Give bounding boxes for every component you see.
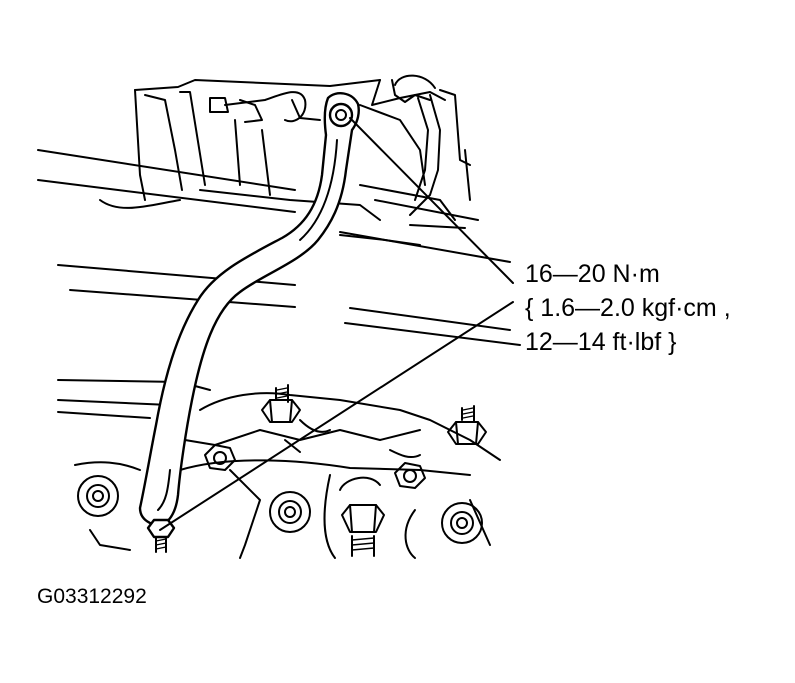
studs — [261, 384, 487, 557]
large-stud-with-nut — [339, 476, 385, 557]
lower-bolt — [146, 518, 176, 553]
bolt-washer — [77, 475, 119, 517]
bolt-washer — [269, 491, 311, 533]
engine-stay-bracket[interactable] — [138, 92, 360, 553]
engine-frame-lines — [37, 149, 521, 346]
bolt-washer — [441, 502, 483, 544]
upper-bolt — [328, 102, 354, 128]
leader-lines — [159, 117, 514, 531]
figure-code: G03312292 — [37, 585, 147, 608]
hex-bolt — [204, 444, 236, 471]
engine-lower-head — [57, 379, 501, 559]
engine-upper-housing — [99, 74, 471, 246]
hex-bolt — [394, 462, 426, 489]
stud-with-nut — [261, 384, 301, 423]
stud-with-nut — [447, 405, 487, 445]
torque-spec-ftlbf: 12—14 ft·lbf } — [525, 328, 677, 356]
cylinder-bolts — [77, 444, 483, 544]
torque-spec-kgfcm: { 1.6—2.0 kgf·cm , — [525, 294, 731, 322]
torque-spec-nm: 16—20 N·m — [525, 260, 660, 288]
